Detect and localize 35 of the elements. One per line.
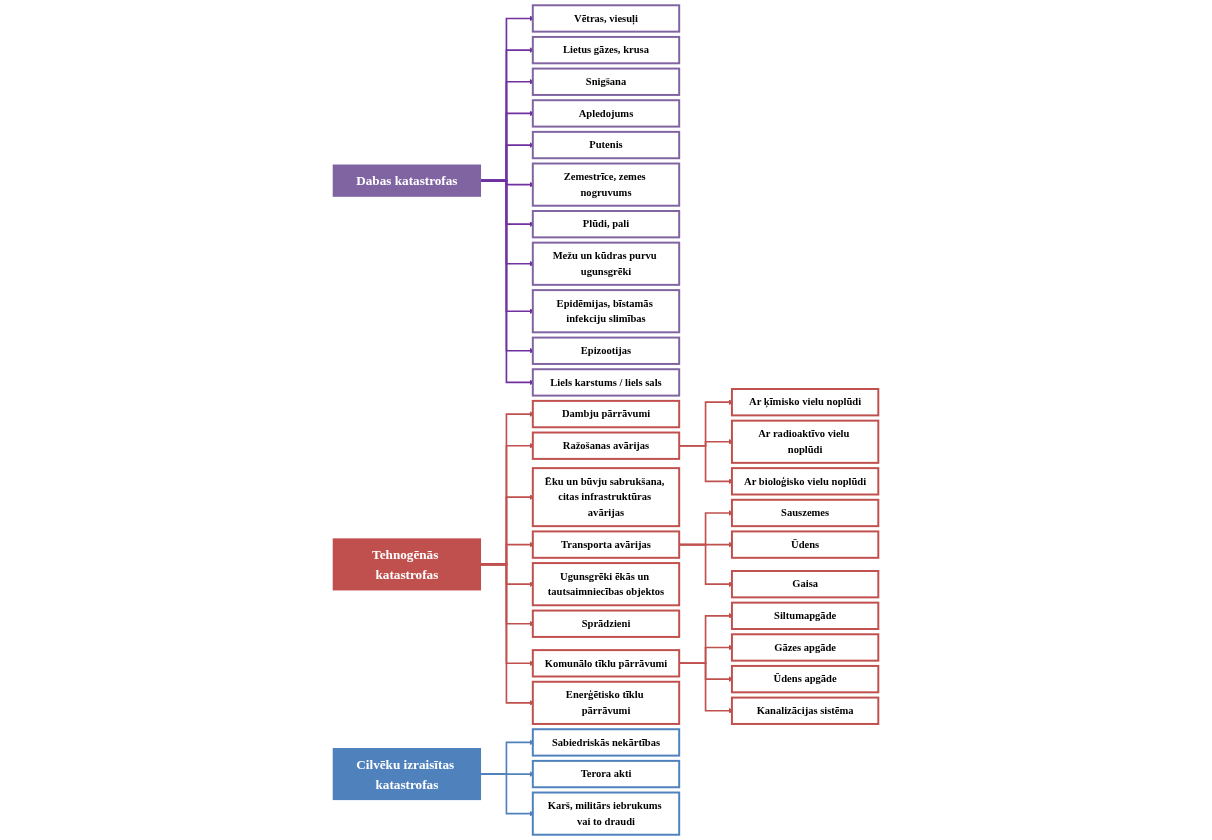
node-box: Ugunsgrēki ēkās un tautsaimniecības objektos bbox=[531, 562, 681, 607]
node-box: Epidēmijas, bīstamās infekciju slimības bbox=[531, 289, 681, 334]
node-box: Ar radioaktīvo vielu noplūdi bbox=[730, 419, 880, 464]
node-box: Ražošanas avārijas bbox=[531, 431, 681, 460]
node-box: Lietus gāzes, krusa bbox=[531, 35, 681, 65]
node-box: Transporta avārijas bbox=[531, 530, 681, 559]
node-box: Terora akti bbox=[531, 759, 681, 789]
node-box: Ēku un būvju sabrukšana, citas infrastruktūras avārijas bbox=[531, 467, 681, 528]
node-box: Ūdens apgāde bbox=[730, 664, 880, 694]
node-box: Dabas katastrofas bbox=[332, 164, 482, 197]
node-box: Sabiedriskās nekārtības bbox=[531, 728, 681, 757]
node-box: Snigšana bbox=[531, 67, 681, 96]
node-box: Kanalizācijas sistēma bbox=[730, 696, 880, 725]
node-box: Zemestrīce, zemes nogruvums bbox=[531, 162, 681, 207]
node-box: Sauszemes bbox=[730, 498, 880, 528]
node-box: Epizootijas bbox=[531, 336, 681, 365]
node-box: Gaisa bbox=[730, 570, 880, 599]
node-box: Vētras, viesuļi bbox=[531, 4, 681, 33]
node-box: Plūdi, pali bbox=[531, 210, 681, 239]
node-box: Mežu un kūdras purvu ugunsgrēki bbox=[531, 241, 681, 286]
node-box: Ar ķīmisko vielu noplūdi bbox=[730, 388, 880, 417]
node-box: Enerģētisko tīklu pārrāvumi bbox=[531, 680, 681, 725]
node-box: Komunālo tīklu pārrāvumi bbox=[531, 649, 681, 678]
node-box: Liels karstums / liels sals bbox=[531, 368, 681, 397]
node-box: Tehnogēnās katastrofas bbox=[332, 538, 482, 591]
node-box: Dambju pārrāvumi bbox=[531, 399, 681, 429]
node-box: Ūdens bbox=[730, 530, 880, 559]
node-box: Karš, militārs iebrukums vai to draudi bbox=[531, 791, 681, 836]
node-box: Gāzes apgāde bbox=[730, 633, 880, 662]
node-box: Putenis bbox=[531, 130, 681, 160]
node-box: Cilvēku izraisītas katastrofas bbox=[332, 748, 482, 801]
node-box: Ar bioloģisko vielu noplūdi bbox=[730, 467, 880, 496]
node-box: Apledojums bbox=[531, 99, 681, 128]
node-box: Siltumapgāde bbox=[730, 601, 880, 630]
node-box: Sprādzieni bbox=[531, 609, 681, 638]
